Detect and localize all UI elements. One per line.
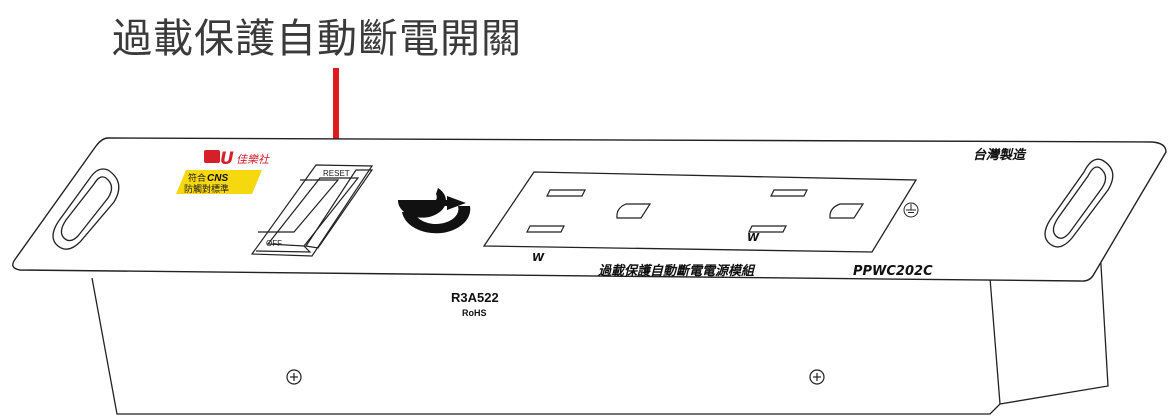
badge-line2: 防觸對標準 — [184, 183, 229, 194]
ground-symbol-icon — [903, 202, 919, 218]
badge-prefix: 符合 — [188, 172, 206, 183]
brand-logo: U 佳樂社 — [204, 149, 270, 169]
brand-logo-text: 佳樂社 — [236, 153, 270, 166]
screw-icon — [286, 369, 302, 385]
made-in-label: 台灣製造 — [973, 147, 1027, 163]
mounting-slot-right — [1044, 158, 1114, 248]
rohs-label: RoHS — [462, 308, 487, 318]
outlet-panel: W W — [482, 171, 918, 264]
badge-cns: CNS — [207, 173, 228, 184]
diagram-heading: 過載保護自動斷電開關 — [112, 16, 522, 62]
mounting-slot-left — [52, 168, 120, 250]
product-name: 過載保護自動斷電電源模組 — [597, 263, 756, 279]
model-number: PPWC202C — [853, 264, 933, 279]
cert-code: R3A522 — [451, 290, 499, 305]
pointer-line — [333, 68, 339, 162]
outlet-1 — [526, 189, 652, 233]
brand-logo-mark: U — [220, 149, 234, 169]
outlet-2 — [748, 189, 865, 233]
cns-badge: 符合 CNS 防觸對標準 — [176, 170, 262, 194]
outlet-1-label: W — [532, 251, 545, 264]
outlet-2-label: W — [747, 231, 760, 244]
screw-icon — [809, 369, 825, 385]
switch-off-label: OFF — [266, 239, 282, 248]
inspection-mark-icon — [397, 188, 471, 234]
reset-switch[interactable]: RESET OFF — [250, 164, 374, 257]
switch-reset-label: RESET — [323, 169, 350, 178]
